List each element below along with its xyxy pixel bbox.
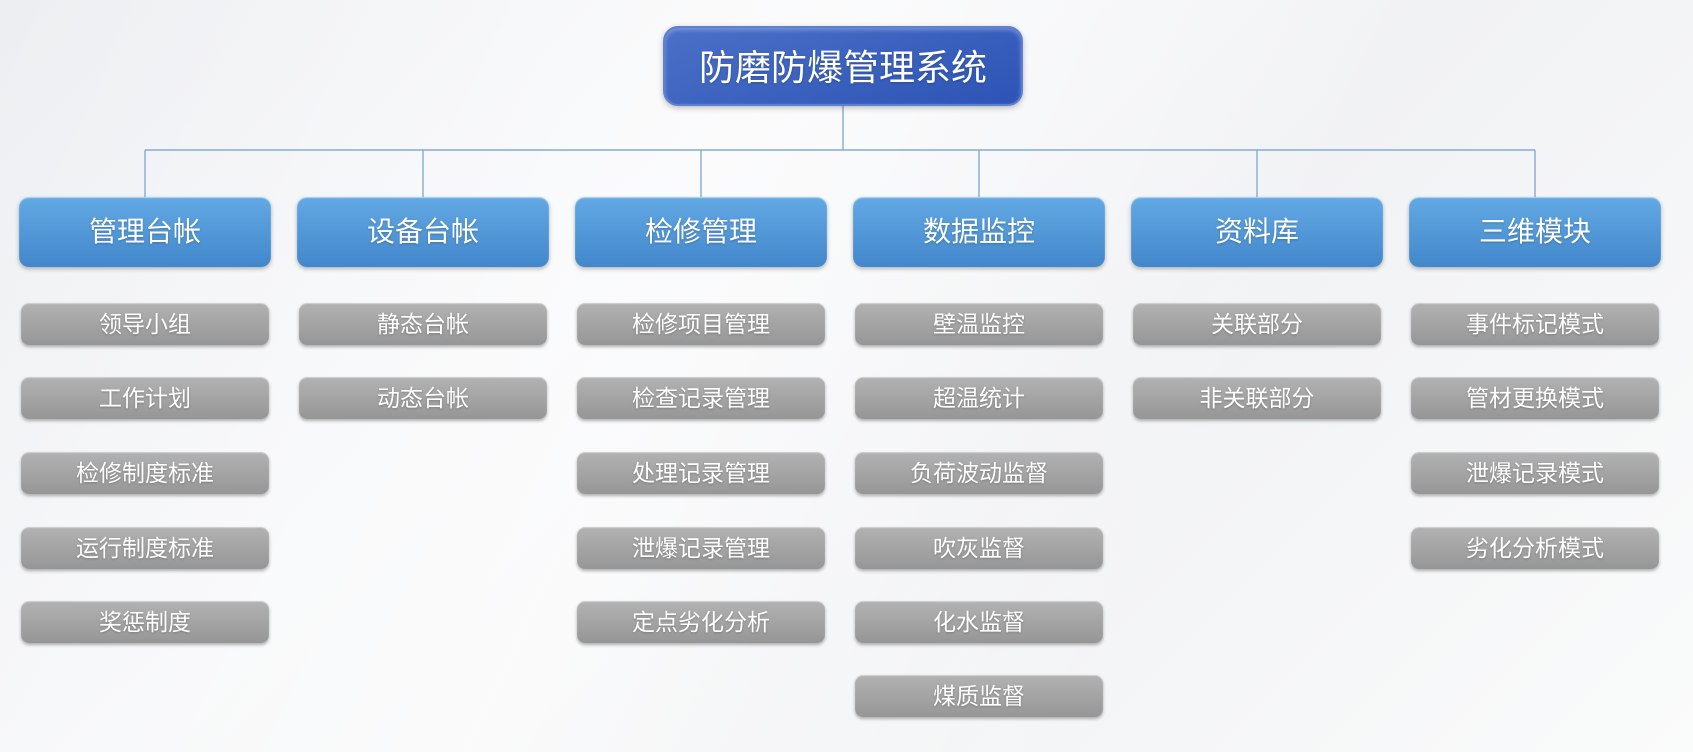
tree-node-item: 非关联部分 <box>1133 377 1381 419</box>
tree-node-item: 吹灰监督 <box>855 527 1103 569</box>
tree-node-item: 超温统计 <box>855 377 1103 419</box>
root-node-system-title: 防磨防爆管理系统 <box>663 26 1023 106</box>
branch-header-data-monitoring: 数据监控 <box>853 197 1105 267</box>
branch-header-maintenance-management: 检修管理 <box>575 197 827 267</box>
tree-node-item: 处理记录管理 <box>577 452 825 494</box>
tree-node-item: 工作计划 <box>21 377 269 419</box>
branch-header-management-ledger: 管理台帐 <box>19 197 271 267</box>
tree-node-item: 检查记录管理 <box>577 377 825 419</box>
tree-node-item: 化水监督 <box>855 601 1103 643</box>
tree-node-item: 关联部分 <box>1133 303 1381 345</box>
tree-node-item: 负荷波动监督 <box>855 452 1103 494</box>
tree-node-item: 劣化分析模式 <box>1411 527 1659 569</box>
tree-node-item: 定点劣化分析 <box>577 601 825 643</box>
tree-node-item: 奖惩制度 <box>21 601 269 643</box>
tree-node-item: 领导小组 <box>21 303 269 345</box>
branch-header-document-library: 资料库 <box>1131 197 1383 267</box>
tree-node-item: 检修项目管理 <box>577 303 825 345</box>
branch-header-3d-module: 三维模块 <box>1409 197 1661 267</box>
tree-node-item: 泄爆记录模式 <box>1411 452 1659 494</box>
tree-node-item: 泄爆记录管理 <box>577 527 825 569</box>
tree-node-item: 动态台帐 <box>299 377 547 419</box>
tree-node-item: 运行制度标准 <box>21 527 269 569</box>
tree-node-item: 煤质监督 <box>855 675 1103 717</box>
tree-node-item: 事件标记模式 <box>1411 303 1659 345</box>
branch-header-equipment-ledger: 设备台帐 <box>297 197 549 267</box>
tree-node-item: 壁温监控 <box>855 303 1103 345</box>
tree-node-item: 静态台帐 <box>299 303 547 345</box>
tree-node-item: 检修制度标准 <box>21 452 269 494</box>
tree-node-item: 管材更换模式 <box>1411 377 1659 419</box>
